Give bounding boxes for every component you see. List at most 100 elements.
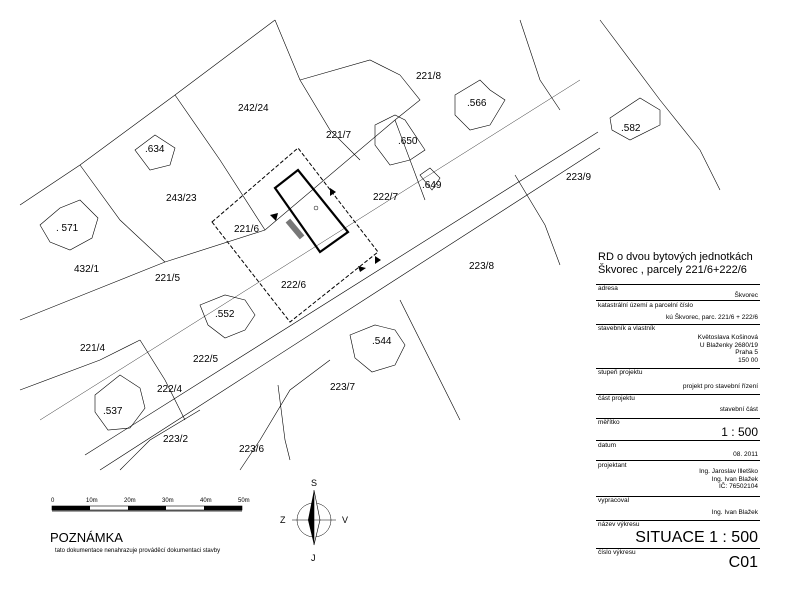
project-title-1: RD o dvou bytových jednotkách <box>598 251 753 263</box>
cadastre-value: kú Škvorec, parc. 221/6 + 222/6 <box>666 314 758 321</box>
title-block-project: RD o dvou bytových jednotkách Škvorec , … <box>596 250 760 285</box>
building-582 <box>609 97 661 141</box>
title-block-drawing-number: číslo výkresu C01 <box>596 548 760 572</box>
scale-label: měřítko <box>598 419 620 426</box>
title-block-scale: měřítko 1 : 500 <box>596 418 760 441</box>
author-value: Ing. Ivan Blažek <box>711 509 758 516</box>
parcel-boundary <box>19 339 141 391</box>
label-243-23: 243/23 <box>166 193 197 204</box>
designer-info: Ing. Jaroslav Illetško Ing. Ivan Blažek … <box>699 468 758 491</box>
designer-label: projektant <box>598 462 627 469</box>
date-label: datum <box>598 442 617 449</box>
label-222-7: 222/7 <box>373 192 398 203</box>
label-537: .537 <box>103 406 123 417</box>
title-block-part: část projektu stavební část <box>596 394 760 419</box>
designer-line-3: IČ: 76502104 <box>718 483 758 490</box>
label-223-6: 223/6 <box>239 444 264 455</box>
label-582: .582 <box>621 123 641 134</box>
title-block-designer: projektant Ing. Jaroslav Illetško Ing. I… <box>596 460 760 497</box>
label-221-6: 221/6 <box>234 224 259 235</box>
parcel-labels: 221/8 .566 242/24 221/7 .650 .582 .634 2… <box>56 71 641 455</box>
drawing-no-label: číslo výkresu <box>598 549 636 556</box>
parcel-boundary <box>394 74 421 121</box>
drawing-name-value: SITUACE 1 : 500 <box>635 529 758 546</box>
designer-line-1: Ing. Jaroslav Illetško <box>699 468 758 475</box>
scale-tick-30: 30m <box>162 498 174 504</box>
builder-line-1: Květoslava Košinová <box>697 334 758 341</box>
parcel-boundary <box>514 174 561 266</box>
scale-tick-0: 0 <box>51 498 55 504</box>
label-552: .552 <box>215 309 235 320</box>
parcel-boundary <box>19 19 276 206</box>
parcel-boundary <box>119 409 201 471</box>
builder-line-2: U Blaženky 2680/19 <box>699 341 758 349</box>
scale-bar-segment <box>52 506 90 510</box>
arrow-marker <box>270 213 278 221</box>
drawing-no-value: C01 <box>728 554 758 571</box>
parcel-boundary <box>399 299 461 421</box>
part-label: část projektu <box>598 395 635 402</box>
title-block-date: datum 08. 2011 <box>596 440 760 461</box>
parcel-boundary <box>277 384 291 461</box>
parcel-boundary <box>239 359 331 471</box>
label-242-24: 242/24 <box>238 103 269 114</box>
arrow-marker <box>330 188 336 196</box>
new-house-outline <box>273 168 350 254</box>
builder-line-4: 150 00 <box>738 356 758 364</box>
label-223-2: 223/2 <box>163 434 188 445</box>
north-arrow <box>292 489 336 546</box>
label-432-1: 432/1 <box>74 264 99 275</box>
note-text: tato dokumentace nenahrazuje prováděcí d… <box>55 548 221 554</box>
building-649 <box>419 167 441 191</box>
parcel-boundary <box>19 119 396 321</box>
note-heading: POZNÁMKA <box>50 530 123 545</box>
marker <box>313 205 319 211</box>
builder-label: stavebník a vlastník <box>598 325 656 332</box>
date-value: 08. 2011 <box>733 451 758 458</box>
scale-value: 1 : 500 <box>721 425 758 439</box>
parcel-boundary <box>174 94 266 231</box>
site-boundary <box>211 147 379 323</box>
label-222-5: 222/5 <box>193 354 218 365</box>
project-title-2: Škvorec , parcely 221/6+222/6 <box>598 264 747 276</box>
author-label: vypracoval <box>598 497 630 504</box>
title-block-builder: stavebník a vlastník Květoslava Košinová… <box>596 324 760 369</box>
parcel-boundary <box>599 19 721 191</box>
scale-bar-segment <box>128 506 166 510</box>
compass-east-label: V <box>342 515 349 525</box>
stage-label: stupeň projektu <box>598 369 643 376</box>
builder-info: Květoslava Košinová U Blaženky 2680/19 P… <box>698 334 758 364</box>
parcel-boundary <box>79 164 166 263</box>
label-571: . 571 <box>56 223 79 234</box>
parcel-boundary <box>299 59 401 81</box>
parcel-boundary <box>274 19 361 161</box>
arrow-marker <box>375 256 381 264</box>
label-223-9: 223/9 <box>566 172 591 183</box>
label-222-4: 222/4 <box>157 384 182 395</box>
compass-south-label: J <box>311 553 316 563</box>
title-block-address: adresa Škvorec <box>596 284 760 301</box>
scale-bar-segment <box>204 506 242 510</box>
label-544: .544 <box>372 336 392 347</box>
address-label: adresa <box>598 285 618 292</box>
new-house <box>270 168 381 272</box>
building-650 <box>374 114 426 166</box>
building-552 <box>199 294 256 339</box>
label-649: .649 <box>422 180 442 191</box>
label-223-7: 223/7 <box>330 382 355 393</box>
compass-north-label: S <box>311 478 318 488</box>
stage-value: projekt pro stavební řízení <box>682 383 758 390</box>
label-566: .566 <box>467 98 487 109</box>
label-221-8: 221/8 <box>416 71 441 82</box>
label-223-8: 223/8 <box>469 261 494 272</box>
drawing-name-label: název výkresu <box>598 521 640 528</box>
part-value: stavební část <box>719 406 758 413</box>
parcel-lines <box>19 19 721 471</box>
compass-needle-left <box>308 490 314 545</box>
builder-line-3: Praha 5 <box>735 349 758 356</box>
building-571 <box>39 199 99 251</box>
scale-tick-40: 40m <box>200 498 212 504</box>
title-block-cadastre: katastrální území a parcelní číslo kú Šk… <box>596 300 760 325</box>
compass-west-label: Z <box>280 515 286 525</box>
